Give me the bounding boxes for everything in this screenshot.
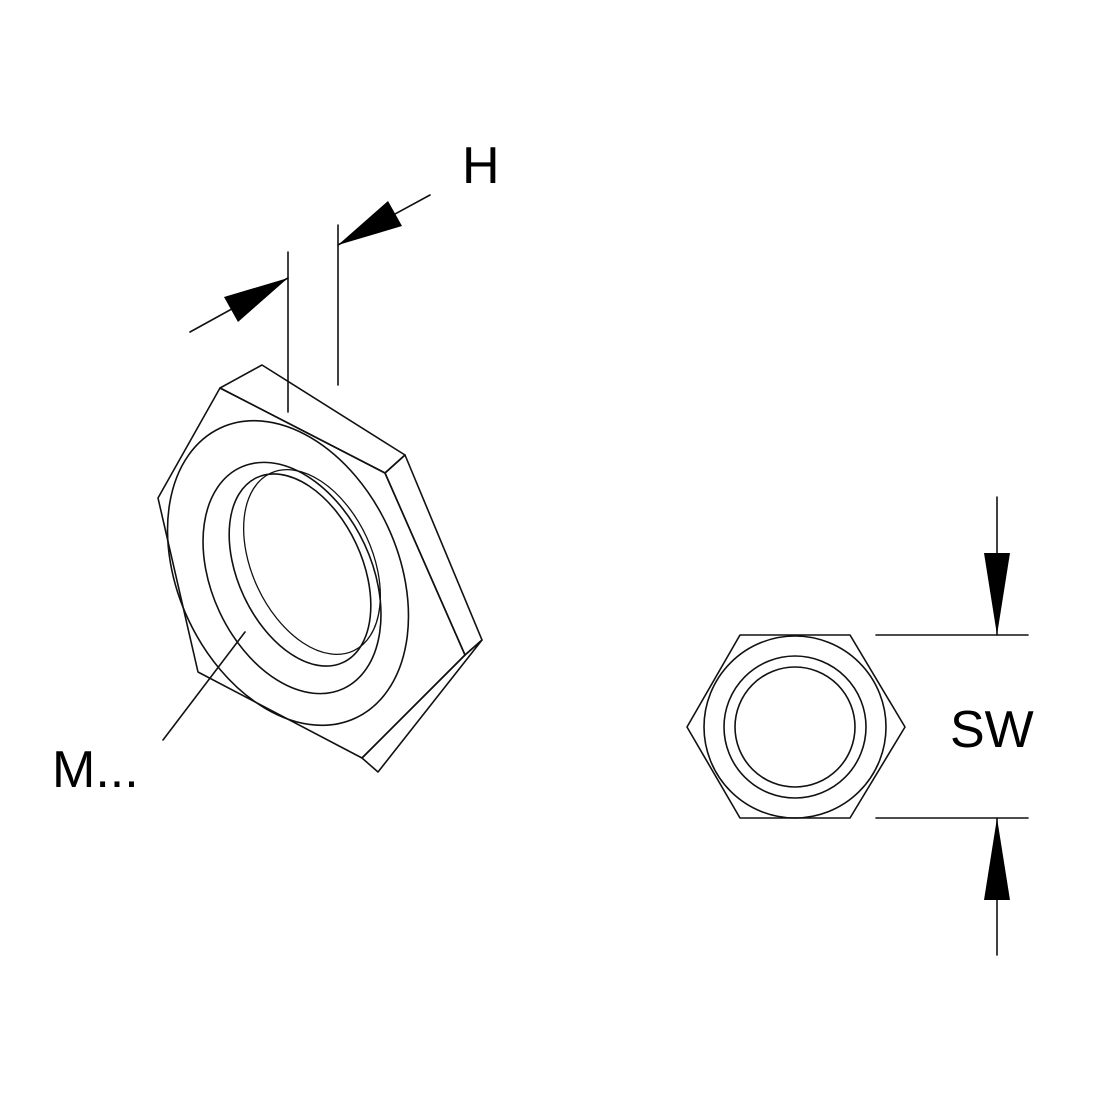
- nut-right-lower-face: [361, 639, 483, 773]
- thread-label: M...: [52, 741, 139, 799]
- height-arrow-right: [338, 201, 402, 245]
- nut-front-view: [686, 634, 906, 819]
- height-arrow-left: [224, 278, 288, 322]
- sw-arrow-top: [984, 553, 1010, 635]
- front-bore-outer: [723, 655, 867, 799]
- nut-isometric-view: [157, 364, 483, 773]
- nut-bore-outer: [202, 461, 382, 695]
- nut-bore-inner: [228, 473, 372, 667]
- height-label: H: [462, 137, 500, 195]
- nut-chamfer-circle: [166, 419, 410, 727]
- nut-front-hex-face: [157, 387, 466, 759]
- thread-leader-line: [162, 631, 246, 741]
- nut-bore-back-edge: [242, 468, 382, 656]
- front-hex-outline: [686, 634, 906, 819]
- front-bore-inner: [734, 666, 856, 788]
- front-chamfer-circle: [703, 635, 887, 819]
- height-dimension: H: [189, 137, 500, 413]
- width-across-flats-dimension: SW: [875, 496, 1034, 956]
- sw-arrow-bottom: [984, 818, 1010, 900]
- nut-top-face: [219, 364, 406, 474]
- thread-leader: M...: [52, 631, 246, 799]
- sw-label: SW: [950, 701, 1034, 759]
